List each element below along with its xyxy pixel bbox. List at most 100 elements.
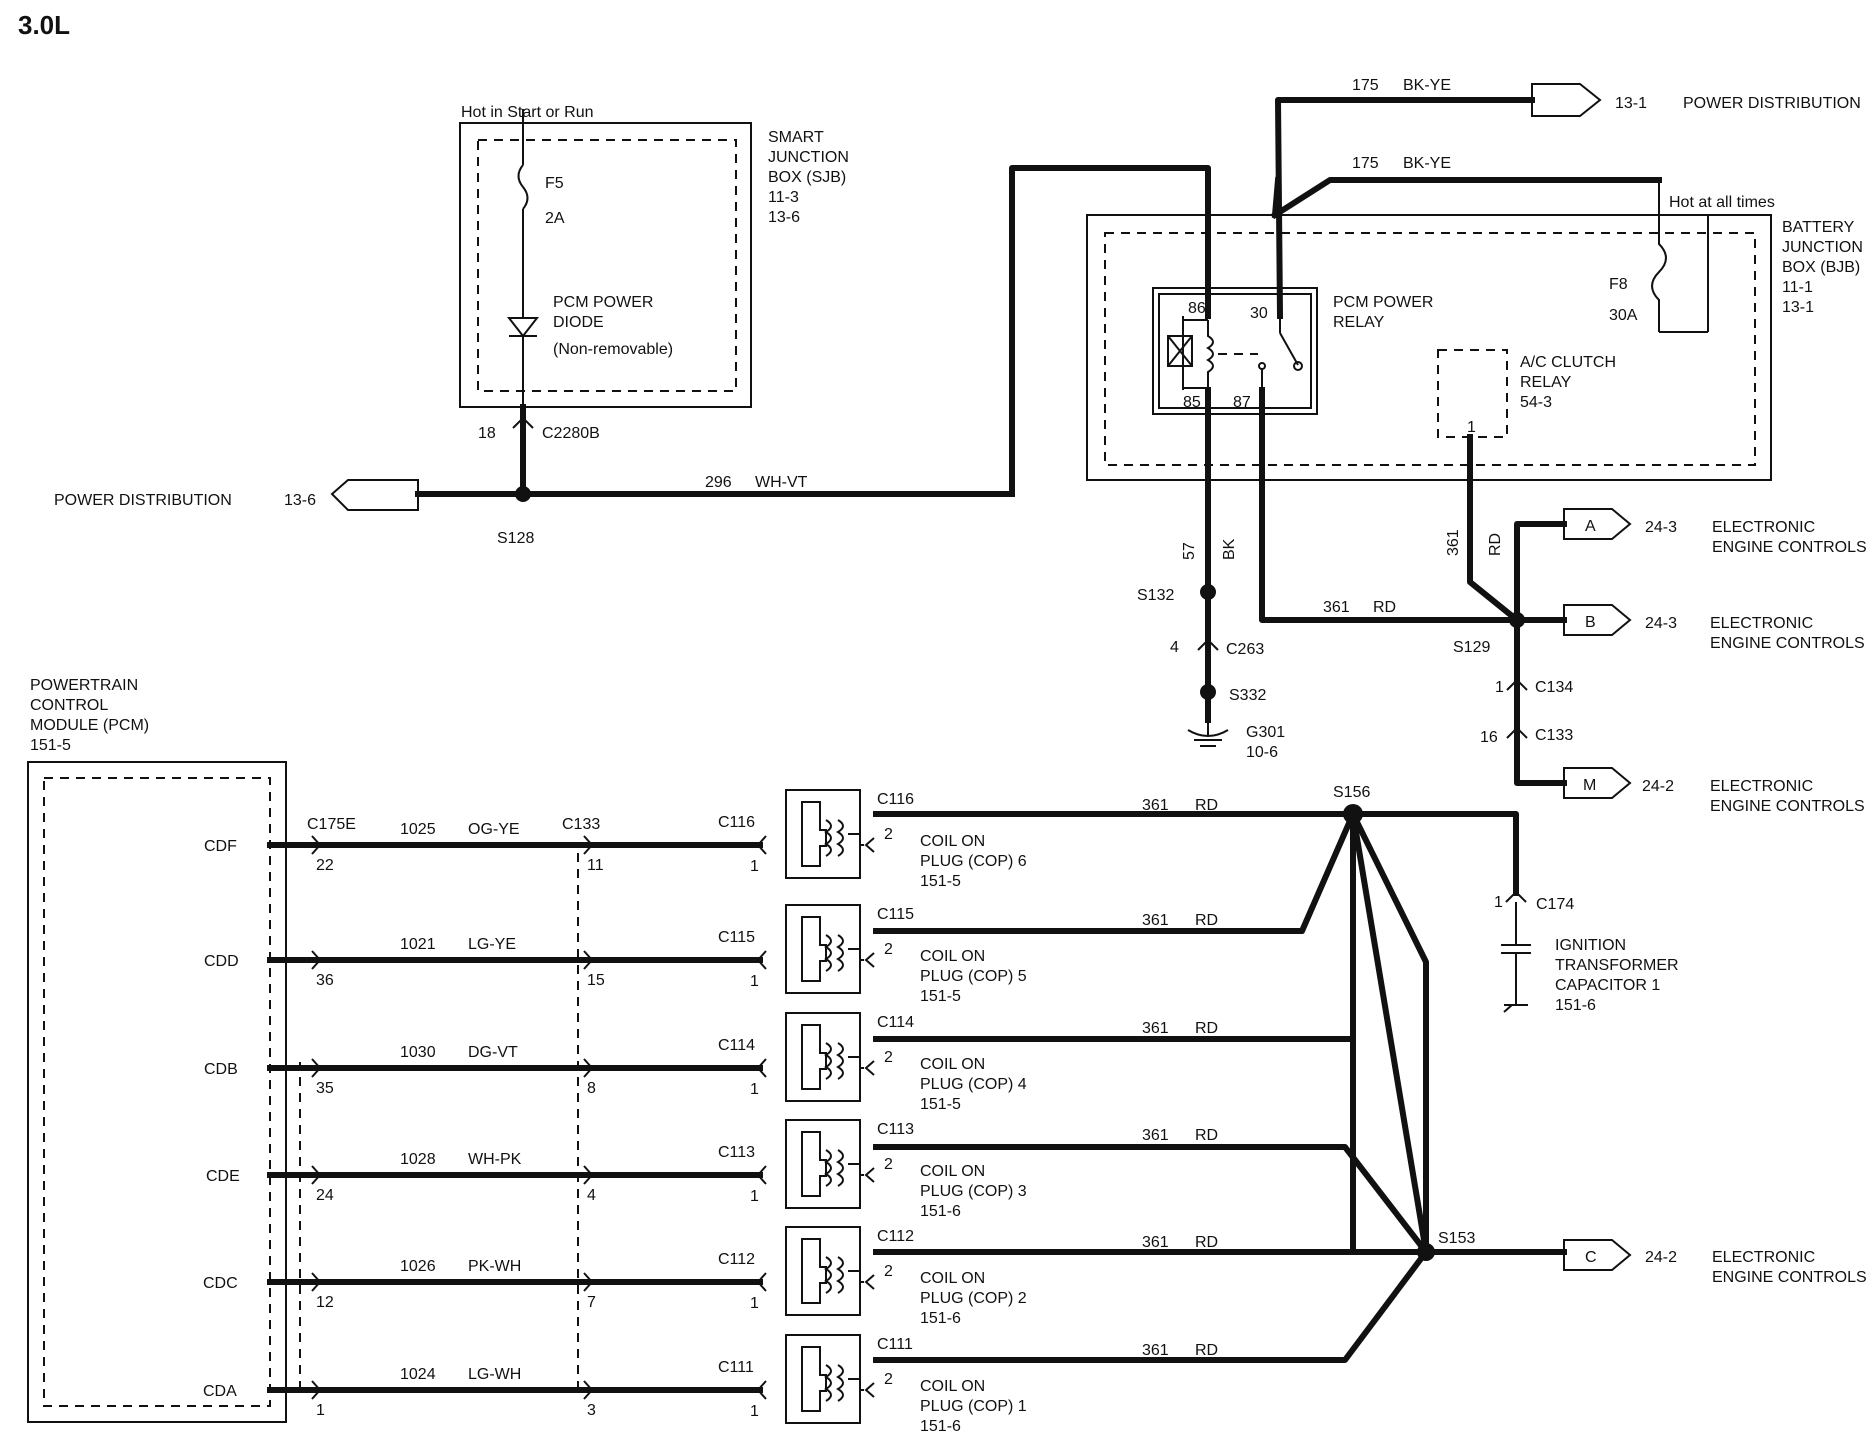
eec-letter: M [1583,777,1596,794]
coil-conn-pin: 1 [750,1081,759,1098]
wh-vt-num: 296 [705,474,732,491]
relay-pin-85: 85 [1183,394,1201,411]
s129-label: S129 [1453,639,1490,656]
coil-conn-top: C115 [877,906,914,923]
eec-arrow-icon [1563,1239,1632,1271]
relay-contact-icon [1279,332,1299,366]
coil-pin2: 2 [884,826,893,843]
s153-label: S153 [1438,1230,1475,1247]
coil-conn-pin: 1 [750,973,759,990]
relay-pin-87: 87 [1233,394,1251,411]
c175e-pin: 36 [316,972,334,989]
eec-letter: A [1585,518,1596,535]
wire-color: PK-WH [468,1258,521,1275]
connector-chevron-icon [864,837,875,853]
rd-wire-color: RD [1195,912,1218,929]
wire-color: DG-VT [468,1044,518,1061]
splice-s332 [1200,684,1216,700]
pcm-pin-label: CDD [204,953,239,970]
connector-chevron-icon [756,1058,767,1078]
s156-label: S156 [1333,784,1370,801]
c263-pin: 4 [1170,639,1179,656]
wire-color: LG-YE [468,936,516,953]
connector-chevron-icon [583,1380,594,1400]
diode-icon [506,317,540,338]
c133-label: C133 [1535,727,1573,744]
pcm-module [27,761,287,1423]
rd-wire-color: RD [1195,1020,1218,1037]
c175e-pin: 35 [316,1080,334,1097]
left-power-ref: 13-6 [284,492,316,509]
connector-chevron-icon [311,1165,322,1185]
engine-title: 3.0L [18,10,70,40]
fuse-f8-icon [1651,182,1667,332]
c134-pin: 1 [1495,679,1504,696]
connector-chevron-icon [583,1058,594,1078]
connector-c263-icon [1197,638,1219,651]
rd-wire-num: 361 [1142,1127,1169,1144]
c174-label: C174 [1536,896,1574,913]
bjb-hot-label: Hot at all times [1669,194,1775,211]
bjb-fuse-rating: 30A [1609,307,1638,324]
connector-chevron-icon [864,1274,875,1290]
eec-arrow-icon [1563,767,1632,799]
rd-horiz-num: 361 [1323,599,1350,616]
wh-vt-color: WH-VT [755,474,808,491]
sjb-fuse: F5 [545,175,564,192]
connector-chevron-icon [864,952,875,968]
splice-s132 [1200,584,1216,600]
rd-wire-color: RD [1195,1342,1218,1359]
connector-chevron-icon [756,1272,767,1292]
left-power-arrow-icon [330,479,419,511]
s128-label: S128 [497,530,534,547]
coil-conn-top: C112 [877,1228,914,1245]
c133-pin: 8 [587,1080,596,1097]
rd-wire [873,810,1357,934]
connector-chevron-icon [583,835,594,855]
rd-wire-num: 361 [1142,912,1169,929]
coil-conn-top: C114 [877,1014,914,1031]
wire-num: 1025 [400,821,436,838]
rd-wire-num: 361 [1142,1342,1169,1359]
coil-conn-label: C116 [718,814,755,831]
c175e-pin: 24 [316,1187,334,1204]
rd-wire-num: 361 [1142,797,1169,814]
c263-label: C263 [1226,641,1264,658]
sjb-hot-label: Hot in Start or Run [461,104,594,121]
coil-pin2: 2 [884,1371,893,1388]
c2280b-label: C2280B [542,425,600,442]
rd-horiz-color: RD [1373,599,1396,616]
wire-color: LG-WH [468,1366,521,1383]
coil-pin2: 2 [884,1049,893,1066]
c134-label: C134 [1535,679,1573,696]
c133-pin: 3 [587,1402,596,1419]
connector-chevron-icon [583,1272,594,1292]
c133-pin: 7 [587,1294,596,1311]
connector-chevron-icon [756,950,767,970]
rd-wire-color: RD [1195,1127,1218,1144]
connector-chevron-icon [311,835,322,855]
eec-ref: 24-3 [1645,615,1677,632]
coil-conn-top: C116 [877,791,914,808]
wire-num: 1026 [400,1258,436,1275]
connector-chevron-icon [311,1272,322,1292]
c174-pin: 1 [1494,894,1503,911]
c133-pin: 11 [587,857,604,874]
c175e-pin: 22 [316,857,334,874]
connector-chevron-icon [756,1165,767,1185]
